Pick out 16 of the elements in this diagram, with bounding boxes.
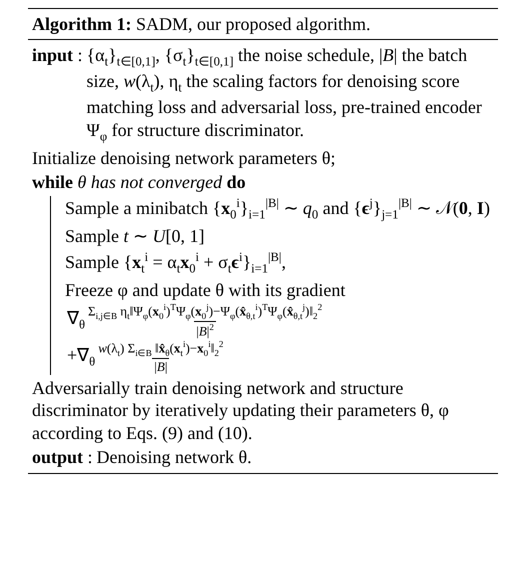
keyword: input : <box>32 44 84 67</box>
gradient-symbol: ∇$_{θ}$ <box>67 307 86 334</box>
algorithm-title: Algorithm 1: SADM, our proposed algorithm. <box>28 9 498 40</box>
keyword: output : <box>32 446 94 469</box>
algorithm-line: {α$_{t}$}$_{t∈[0,1]}$, {σ$_{t}$}$_{t∈[0,1]}$ the noise schedule, |B| the batch size, w(λ$_{t}$), η$_{t}$ the scaling factors for denoising score matching loss and adversarial loss, pre-trained encoder Ψ$_{φ}$ for structure discriminator. <box>86 44 483 145</box>
algorithm-line: Sample t ∼ U[0, 1] <box>65 225 206 248</box>
algorithm-line: Denoising network θ. <box>96 446 252 469</box>
algorithm-line: Freeze φ and update θ with its gradient <box>65 279 346 302</box>
formula-denominator: |B|$^{2}$ <box>194 320 216 339</box>
algorithm-line: Initialize denoising network parameters θ; <box>32 146 337 170</box>
algorithm-line: Sample {x$_{t}$$^{i}$ = α$_{t}$x$_{0}$$^{i}$ + σ$_{t}$ϵ$^{i}$}$_{i=1}$$^{|B|}$, <box>65 250 287 278</box>
algorithm-line: Sample a minibatch {x$_{0}$$^{i}$}$_{i=1}$$^{|B|}$ ∼ q$_{0}$ and {ϵ$^{j}$}$_{j=1}$$^{|B|}$ ∼ 𝒩(0, I) <box>65 196 491 224</box>
algorithm-line: Adversarially train denoising network and structure discriminator by iteratively updating their parameters θ, φ according to Eqs. (9) and (10). <box>32 376 450 444</box>
gradient-symbol: +∇$_{θ}$ <box>67 344 96 370</box>
algorithm-line: while θ has not converged do <box>32 171 247 194</box>
formula-denominator: |B| <box>152 358 170 375</box>
